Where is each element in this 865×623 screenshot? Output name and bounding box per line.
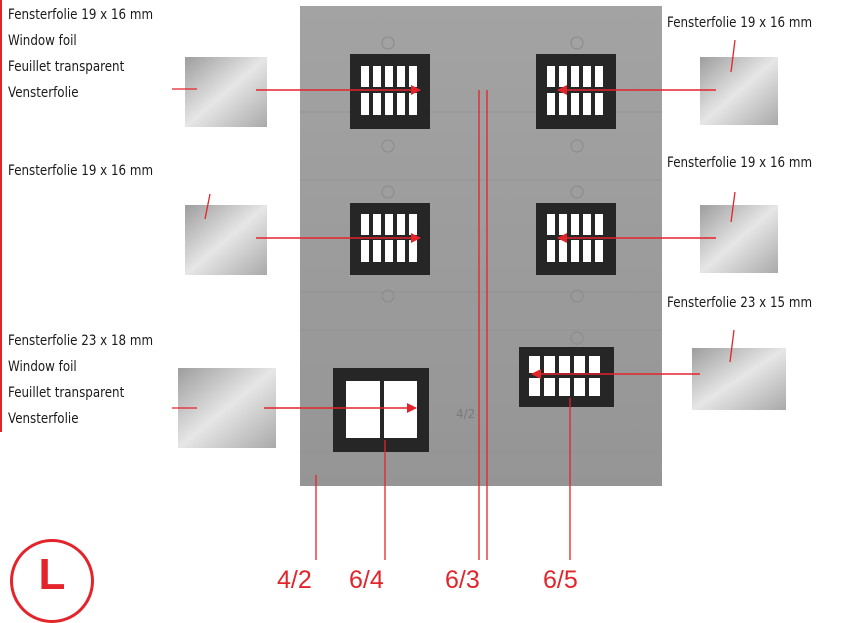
label-line: Fensterfolie 19 x 16 mm (8, 163, 154, 179)
label-line: Fensterfolie 23 x 15 mm (667, 295, 813, 311)
window-6-4-large (333, 368, 429, 452)
label-top-left: Fensterfolie 19 x 16 mm Window foil Feui… (8, 2, 153, 106)
page-edge-line (0, 0, 2, 432)
assembly-diagram: 4/2 (0, 0, 812, 623)
label-bottom-right: Fensterfolie 23 x 15 mm (667, 290, 812, 316)
foil-19x16-top-left (185, 57, 267, 127)
window-6-3-top-left (350, 54, 430, 129)
label-line: Feuillet transparent (8, 385, 125, 401)
leader-bottom-right (729, 329, 735, 363)
window-6-5-wide (519, 347, 614, 407)
label-line: Fensterfolie 19 x 16 mm (667, 15, 813, 31)
label-line: Fensterfolie 19 x 16 mm (8, 7, 154, 23)
part-number-6-5: 6/5 (543, 566, 578, 594)
label-line: Window foil (8, 33, 77, 49)
label-mid-right: Fensterfolie 19 x 16 mm (667, 150, 812, 176)
label-line: Window foil (8, 359, 77, 375)
label-mid-left: Fensterfolie 19 x 16 mm (8, 158, 153, 184)
part-number-6-3: 6/3 (445, 566, 480, 594)
window-mount-pins (381, 36, 584, 345)
label-top-right: Fensterfolie 19 x 16 mm (667, 10, 812, 36)
label-line: Fensterfolie 19 x 16 mm (667, 155, 813, 171)
label-line: Vensterfolie (8, 85, 79, 101)
panel-mark: 4/2 (456, 407, 475, 421)
leader-mid-right (730, 191, 736, 223)
window-6-3-top-right (536, 54, 616, 129)
label-bottom-left: Fensterfolie 23 x 18 mm Window foil Feui… (8, 328, 153, 432)
foil-23x15-bottom-right (692, 348, 786, 410)
foil-19x16-mid-right (700, 205, 778, 273)
leader-mid-left (204, 193, 211, 220)
label-line: Fensterfolie 23 x 18 mm (8, 333, 154, 349)
diagram-canvas: 4/2 (172, 6, 786, 560)
label-line: Feuillet transparent (8, 59, 125, 75)
part-number-4-2: 4/2 (277, 566, 312, 594)
part-number-6-4: 6/4 (349, 566, 384, 594)
leader-top-right (730, 39, 736, 73)
foil-19x16-top-right (700, 57, 778, 125)
window-6-3-mid-left (350, 203, 430, 275)
window-6-3-mid-right (536, 203, 616, 275)
brand-logo: L (10, 539, 94, 623)
foil-19x16-mid-left (185, 205, 267, 275)
label-line: Vensterfolie (8, 411, 79, 427)
logo-letter: L (38, 550, 66, 599)
